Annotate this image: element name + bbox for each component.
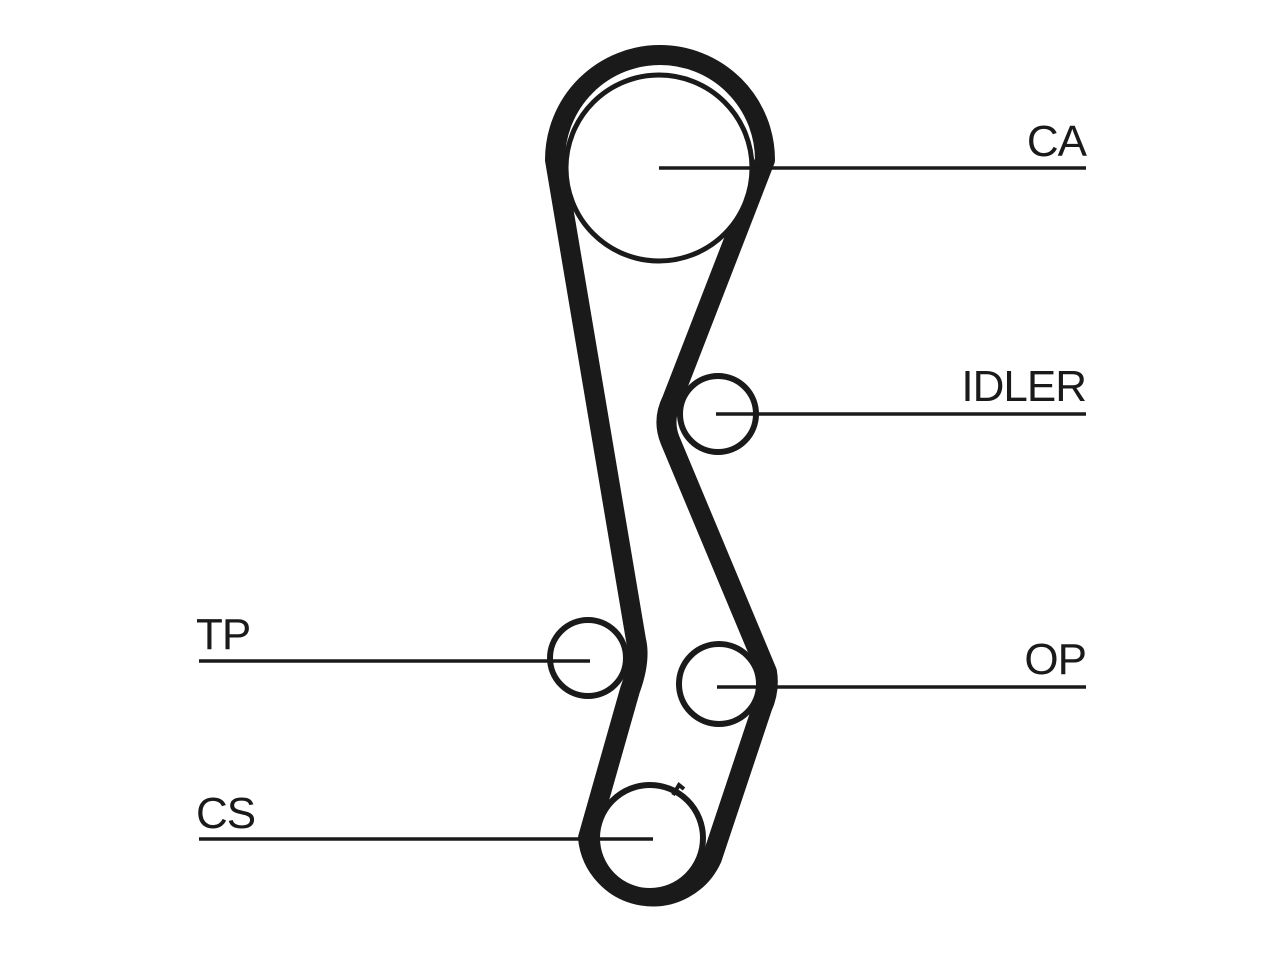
leader-lines [199, 166, 1086, 841]
tensioner-pulley [547, 617, 629, 699]
tensioner-label: TP [196, 610, 251, 659]
oil-pump-label: OP [1024, 635, 1087, 684]
crankshaft-timing-mark [671, 782, 686, 797]
crankshaft-label: CS [196, 789, 256, 838]
idler-label: IDLER [961, 362, 1087, 411]
camshaft-label: CA [1026, 117, 1087, 166]
oil-pump-pulley [676, 641, 762, 727]
